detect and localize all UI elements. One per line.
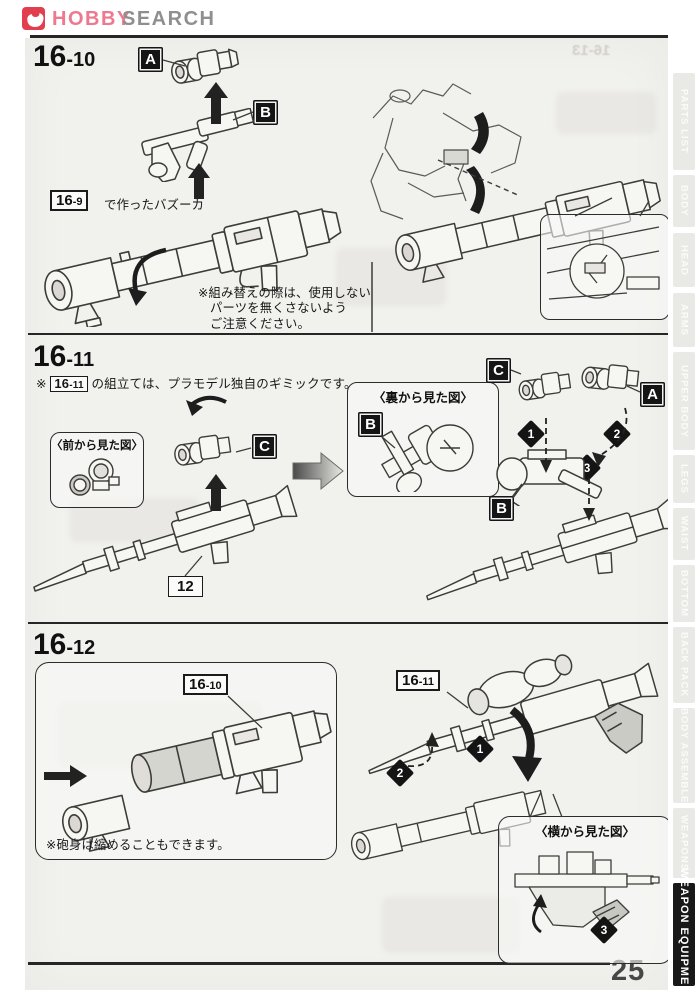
refbox-16-9: 16-9: [50, 190, 89, 211]
transition-arrow-icon: [292, 451, 344, 491]
part-a-illustration: [171, 48, 240, 84]
part-b-illustration: [141, 108, 255, 182]
sidebar-tab-bottom[interactable]: BOTTOM: [673, 565, 695, 622]
section-divider: [28, 333, 668, 335]
sidebar-tab-waist[interactable]: WAIST: [673, 508, 695, 560]
refbox-16-10: 16-10: [183, 674, 228, 695]
section-title-16-11: 16-11: [33, 340, 95, 373]
part-b-body-illustration: [496, 449, 603, 506]
note-16-10: ※組み替えの際は、使用しない パーツを無くさないよう ご注意ください。: [198, 286, 371, 331]
detail-inset-illustration: [546, 226, 660, 300]
part-tag-a-right: A: [640, 382, 665, 407]
step-2-marker: 2: [602, 419, 632, 449]
brand-hobby[interactable]: HOBBY: [52, 8, 132, 30]
front-view-box: 〈前から見た図〉: [50, 432, 144, 508]
part-tag-c: C: [252, 434, 277, 459]
rifle-assembled-illustration: [426, 498, 679, 601]
side-view-illustration: [514, 851, 660, 934]
part-tag-b-backview: B: [358, 412, 383, 437]
sidebar-tab-parts-list[interactable]: PARTS LIST: [673, 73, 695, 170]
note-16-12: ※砲身は縮めることもできます。: [46, 838, 230, 852]
step-3-marker: 3: [589, 915, 619, 945]
refbox-16-11: 16-11: [396, 670, 440, 691]
bleedthrough-text: 16-13: [572, 42, 611, 59]
note-16-11: ※ 16-11 の組立ては、プラモデル独自のギミックです。: [36, 376, 357, 392]
part-tag-a: A: [138, 47, 163, 72]
sidebar-tab-body-assemble[interactable]: BODY ASSEMBLE: [673, 708, 695, 803]
step-1-marker: 1: [465, 734, 495, 764]
part-tag-c-right: C: [486, 358, 511, 383]
part-c-illustration: [174, 434, 232, 466]
sidebar-tab-upper-body[interactable]: UPPER BODY: [673, 352, 695, 450]
brand-search[interactable]: SEARCH: [122, 8, 216, 30]
bleedthrough-smudge: [382, 897, 520, 953]
part-c-right-illustration: [518, 371, 572, 401]
sidebar-tab-legs[interactable]: LEGS: [673, 455, 695, 503]
sidebar-tab-weapons[interactable]: WEAPONS: [673, 808, 695, 878]
sidebar-tab-head[interactable]: HEAD: [673, 233, 695, 287]
hobby-search-logo-icon[interactable]: [22, 7, 45, 30]
section-divider: [28, 622, 668, 624]
rifle-scoped-illustration: [368, 654, 659, 775]
part-number-box: 12: [168, 576, 203, 597]
back-view-box: 〈裏から見た図〉: [347, 382, 499, 497]
sidebar-tab-back-pack[interactable]: BACK PACK: [673, 627, 695, 703]
footer-rule: [28, 962, 610, 965]
ref-caption: で作ったバズーカ: [104, 198, 205, 212]
front-view-label: 〈前から見た図〉: [51, 440, 143, 452]
bleedthrough-smudge: [556, 92, 656, 134]
rifle-illustration: [33, 484, 298, 592]
detail-inset-box: [540, 214, 670, 320]
side-view-box: 〈横から見た図〉: [498, 816, 672, 964]
part-tag-b-right: B: [489, 496, 514, 521]
section-title-16-10: 16-10: [33, 40, 96, 73]
part-a-right-illustration: [581, 364, 640, 390]
bazooka-split-illustration: [61, 710, 332, 852]
side-view-label: 〈横から見た図〉: [534, 825, 635, 839]
back-view-illustration: [381, 424, 474, 492]
back-view-label: 〈裏から見た図〉: [372, 391, 473, 405]
header-rule: [30, 35, 668, 38]
sidebar-tab-weapon-equipment[interactable]: WEAPON EQUIPMENT: [673, 868, 695, 990]
section-title-16-12: 16-12: [33, 628, 96, 661]
inline-refbox-16-11: 16-11: [50, 376, 88, 392]
front-view-illustration: [69, 458, 120, 496]
part-tag-b: B: [253, 100, 278, 125]
sidebar-tab-arms[interactable]: ARMS: [673, 293, 695, 347]
sidebar-tab-body[interactable]: BODY: [673, 175, 695, 227]
